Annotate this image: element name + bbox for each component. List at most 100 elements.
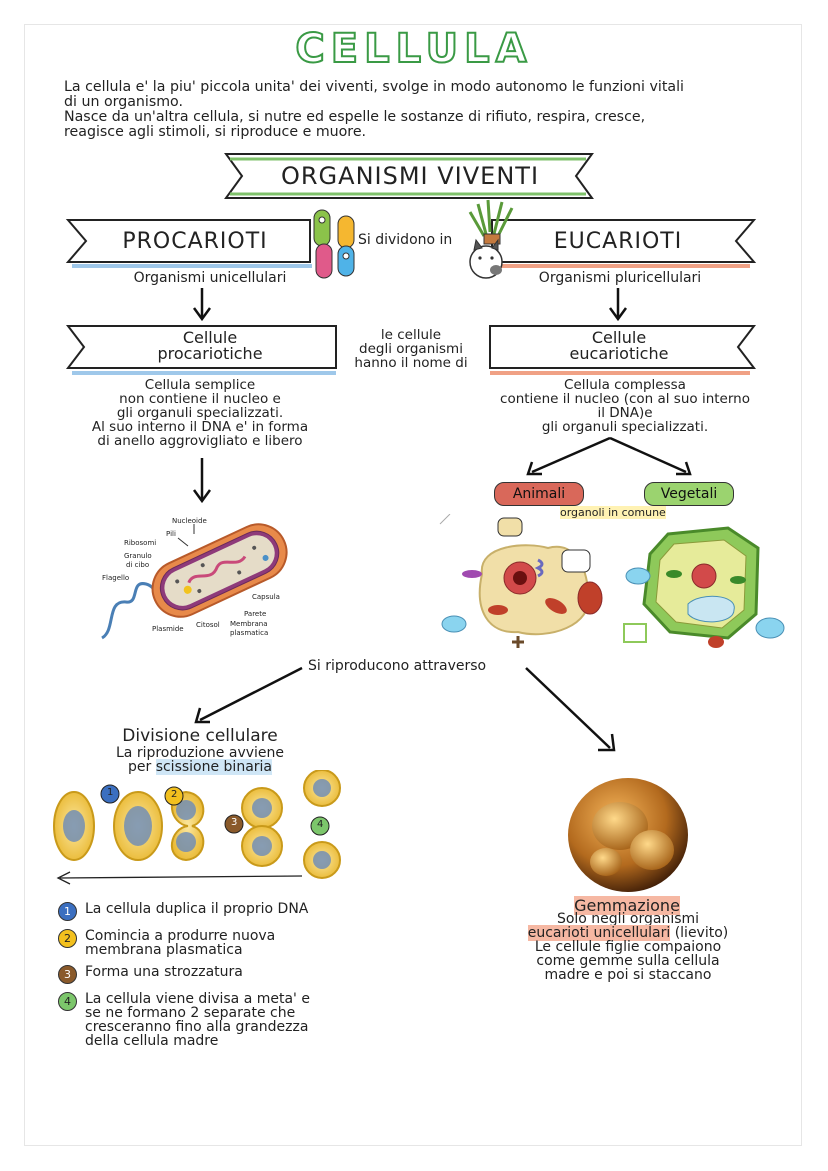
desc-line: Cellula complessa	[564, 377, 686, 393]
step-number-badge: 1	[58, 902, 77, 921]
label-ribosomi: Ribosomi	[124, 539, 157, 547]
arrow-down-icon	[192, 288, 212, 322]
list-item: 1 La cellula duplica il proprio DNA	[58, 902, 378, 921]
division-prefix: per	[127, 759, 156, 775]
step-line: La cellula duplica il proprio DNA	[85, 901, 309, 917]
list-item: 3 Forma una strozzatura	[58, 965, 378, 984]
step-marker: 3	[231, 817, 238, 828]
step-line: della cellula madre	[85, 1033, 219, 1049]
step-line: La cellula viene divisa a meta' e	[85, 991, 310, 1007]
gem-line: Le cellule figlie compaiono	[534, 939, 722, 955]
step-number-badge: 3	[58, 965, 77, 984]
step-marker: 1	[107, 787, 114, 798]
split-label: Si dividono in	[358, 232, 453, 248]
label-citosol: Citosol	[196, 621, 220, 629]
label-capsula: Capsula	[252, 593, 280, 601]
intro-text: La cellula e' la piu' piccola unita' dei…	[64, 80, 784, 140]
step-line: se ne formano 2 separate che	[85, 1005, 296, 1021]
desc-line: il DNA)e	[597, 405, 653, 421]
intro-line: Nasce da un'altra cellula, si nutre ed e…	[64, 109, 646, 125]
bacteria-cartoon-icon	[313, 209, 355, 279]
label-di-cibo: di cibo	[126, 561, 150, 569]
gemmazione-title: Gemmazione	[500, 896, 754, 915]
eucarioti-banner-shape	[491, 219, 757, 268]
procarioti-label: PROCARIOTI	[122, 229, 268, 254]
intro-line: La cellula e' la piu' piccola unita' dei…	[64, 79, 684, 95]
eucarioti-unicellulari-highlight: eucarioti unicellulari	[527, 925, 671, 941]
binary-fission-diagram	[53, 770, 341, 885]
yeast-image	[568, 778, 688, 892]
gem-line2: eucarioti unicellulari (lievito)	[490, 925, 766, 941]
middle-line: le cellule	[380, 327, 442, 343]
label-membrana: Membrana	[230, 620, 268, 628]
label-pili: Pili	[166, 530, 176, 538]
gemmazione-desc: Solo negli organismi eucarioti unicellul…	[490, 912, 766, 982]
box-line: Cellule	[182, 328, 238, 347]
gem-line: come gemme sulla cellula	[536, 953, 720, 969]
reproduce-label: Si riproducono attraverso	[308, 658, 487, 674]
label-nucleoide: Nucleoide	[172, 517, 207, 525]
desc-line: Cellula semplice	[144, 377, 256, 393]
step-line: Forma una strozzatura	[85, 964, 243, 980]
split-arrows	[526, 436, 692, 476]
common-organelles-label: organoli in comune	[556, 506, 670, 519]
page-border	[24, 24, 802, 1146]
desc-line: contiene il nucleo (con al suo interno	[500, 391, 750, 407]
arrow-down-icon	[608, 288, 628, 322]
intro-line: di un organismo.	[64, 94, 183, 110]
desc-line: gli organuli specializzati.	[116, 405, 284, 421]
box-line: procariotiche	[157, 344, 263, 363]
cat-plant-icon	[468, 199, 514, 279]
step-number-badge: 2	[58, 929, 77, 948]
procariotiche-box-label: Cellule procariotiche	[90, 330, 330, 362]
division-steps-list: 1 La cellula duplica il proprio DNA 2 Comi…	[58, 902, 378, 1048]
animali-badge: Animali	[494, 482, 584, 506]
division-line: La riproduzione avviene	[115, 745, 284, 761]
step-marker: 2	[171, 789, 178, 800]
desc-line: non contiene il nucleo e	[119, 391, 281, 407]
step-line: cresceranno fino alla grandezza	[85, 1019, 309, 1035]
vegetali-badge: Vegetali	[644, 482, 734, 506]
eucariotiche-box-shape	[489, 325, 757, 375]
main-banner-shape	[224, 153, 594, 199]
scissione-binaria-highlight: scissione binaria	[155, 759, 273, 775]
box-line: Cellule	[591, 328, 647, 347]
main-banner-label: ORGANISMI VIVENTI	[280, 162, 540, 190]
desc-line: gli organuli specializzati.	[541, 419, 709, 435]
division-line2: per scissione binaria	[90, 759, 310, 775]
label-plasmatica: plasmatica	[230, 629, 269, 637]
gem-line: madre e poi si staccano	[544, 967, 712, 983]
label-granulo: Granulo	[124, 552, 152, 560]
gemmazione-title-text: Gemmazione	[574, 896, 680, 915]
desc-line: di anello aggrovigliato e libero	[97, 433, 303, 449]
label-parete: Parete	[244, 610, 267, 618]
procarioti-subtitle: Organismi unicellulari	[133, 270, 287, 286]
gem-suffix: (lievito)	[670, 925, 729, 941]
box-line: eucariotiche	[569, 344, 669, 363]
eukaryote-diagrams	[439, 514, 785, 648]
common-label-text: organoli in comune	[560, 506, 666, 519]
prokaryote-diagram	[101, 523, 288, 640]
arrow-down-icon	[192, 458, 212, 504]
gem-line: Solo negli organismi	[556, 911, 700, 927]
arrow-right-down-icon	[525, 667, 616, 752]
middle-line: hanno il nome di	[354, 355, 468, 371]
eucariotiche-box-label: Cellule eucariotiche	[494, 330, 744, 362]
step-number-badge: 4	[58, 992, 77, 1011]
step-text: La cellula duplica il proprio DNA	[85, 902, 308, 916]
procariotiche-desc: Cellula semplice non contiene il nucleo …	[60, 378, 340, 448]
division-title: Divisione cellulare	[122, 726, 278, 746]
step-text: Forma una strozzatura	[85, 965, 243, 979]
division-subtitle: La riproduzione avviene per scissione bi…	[90, 745, 310, 775]
eucariotiche-desc: Cellula complessa contiene il nucleo (co…	[470, 378, 780, 434]
middle-line: degli organismi	[359, 341, 463, 357]
eucarioti-label: EUCARIOTI	[553, 229, 683, 254]
desc-line: Al suo interno il DNA e' in forma	[91, 419, 309, 435]
intro-line: reagisce agli stimoli, si riproduce e mu…	[64, 124, 367, 140]
procariotiche-box-shape	[65, 325, 337, 375]
procarioti-banner-shape	[65, 219, 312, 268]
